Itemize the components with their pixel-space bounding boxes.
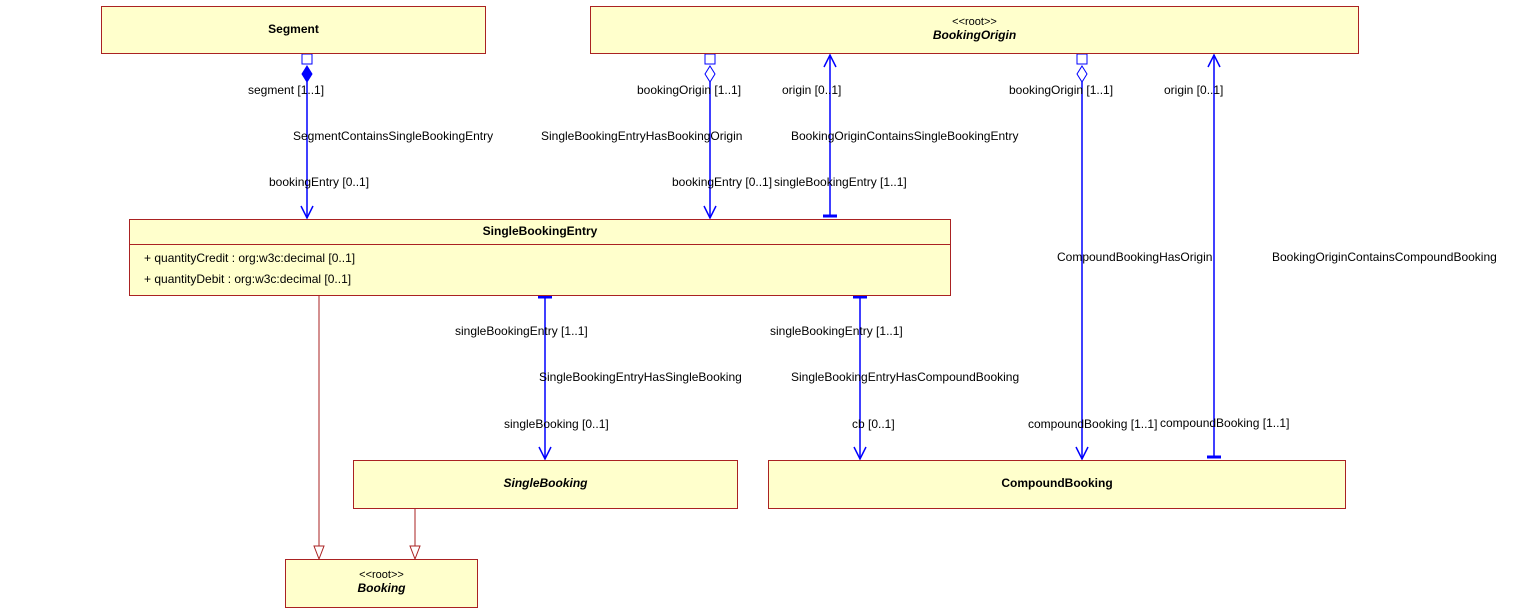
arrowhead <box>300 205 314 220</box>
arrowhead <box>853 446 867 461</box>
generalization-arrowhead <box>409 545 421 561</box>
role-label-single-booking-entry: singleBookingEntry [1..1] <box>455 324 588 338</box>
role-label-booking-origin: bookingOrigin [1..1] <box>1009 83 1114 97</box>
role-label-origin: origin [0..1] <box>1164 83 1224 97</box>
port-square <box>1076 53 1088 65</box>
class-single-booking-entry[interactable]: SingleBookingEntry + quantityCredit : or… <box>129 219 951 296</box>
association-name-origin-contains-cb: BookingOriginContainsCompoundBooking <box>1272 250 1497 264</box>
port-square <box>301 53 313 65</box>
arrowhead <box>823 53 837 68</box>
class-compound-booking[interactable]: CompoundBooking <box>768 460 1346 509</box>
association-name-origin-contains-sbe: BookingOriginContainsSingleBookingEntry <box>791 129 1019 143</box>
role-label-single-booking: singleBooking [0..1] <box>504 417 609 431</box>
aggregation-diamond <box>704 65 716 83</box>
role-label-compound-booking: compoundBooking [1..1] <box>1160 416 1290 430</box>
attribute-separator <box>130 244 950 245</box>
arrowhead <box>1207 53 1221 68</box>
composition-diamond <box>301 65 313 83</box>
class-booking[interactable]: <<root>> Booking <box>285 559 478 608</box>
class-booking-origin[interactable]: <<root>> BookingOrigin <box>590 6 1359 54</box>
class-name: Segment <box>268 22 319 36</box>
role-label-single-booking-entry: singleBookingEntry [1..1] <box>774 175 907 189</box>
class-single-booking[interactable]: SingleBooking <box>353 460 738 509</box>
association-name-sbe-has-single-booking: SingleBookingEntryHasSingleBooking <box>539 370 742 384</box>
class-name: SingleBookingEntry <box>482 224 598 238</box>
arrowhead <box>1075 446 1089 461</box>
role-label-booking-entry: bookingEntry [0..1] <box>672 175 773 189</box>
role-label-segment: segment [1..1] <box>248 83 325 97</box>
arrowhead <box>538 446 552 461</box>
role-label-origin: origin [0..1] <box>782 83 842 97</box>
role-label-cb: cb [0..1] <box>852 417 895 431</box>
attribute-quantity-debit: + quantityDebit : org:w3c:decimal [0..1] <box>144 272 352 286</box>
class-name: Booking <box>357 581 406 595</box>
generalization-arrowhead <box>313 545 325 561</box>
role-label-single-booking-entry: singleBookingEntry [1..1] <box>770 324 903 338</box>
arrowhead <box>703 205 717 220</box>
class-stereotype: <<root>> <box>952 16 997 28</box>
attribute-quantity-credit: + quantityCredit : org:w3c:decimal [0..1… <box>144 251 356 265</box>
class-name: BookingOrigin <box>932 28 1017 42</box>
aggregation-diamond <box>1076 65 1088 83</box>
association-name-sbe-has-compound-booking: SingleBookingEntryHasCompoundBooking <box>791 370 1020 384</box>
association-name-segment-contains: SegmentContainsSingleBookingEntry <box>293 129 494 143</box>
class-stereotype: <<root>> <box>359 569 404 581</box>
role-label-booking-entry: bookingEntry [0..1] <box>269 175 370 189</box>
association-name-cb-has-origin: CompoundBookingHasOrigin <box>1057 250 1213 264</box>
association-name-sbe-has-origin: SingleBookingEntryHasBookingOrigin <box>541 129 743 143</box>
class-segment[interactable]: Segment <box>101 6 486 54</box>
role-label-booking-origin: bookingOrigin [1..1] <box>637 83 742 97</box>
class-name: SingleBooking <box>503 476 588 490</box>
port-square <box>704 53 716 65</box>
class-name: CompoundBooking <box>1001 476 1113 490</box>
role-label-compound-booking: compoundBooking [1..1] <box>1028 417 1158 431</box>
